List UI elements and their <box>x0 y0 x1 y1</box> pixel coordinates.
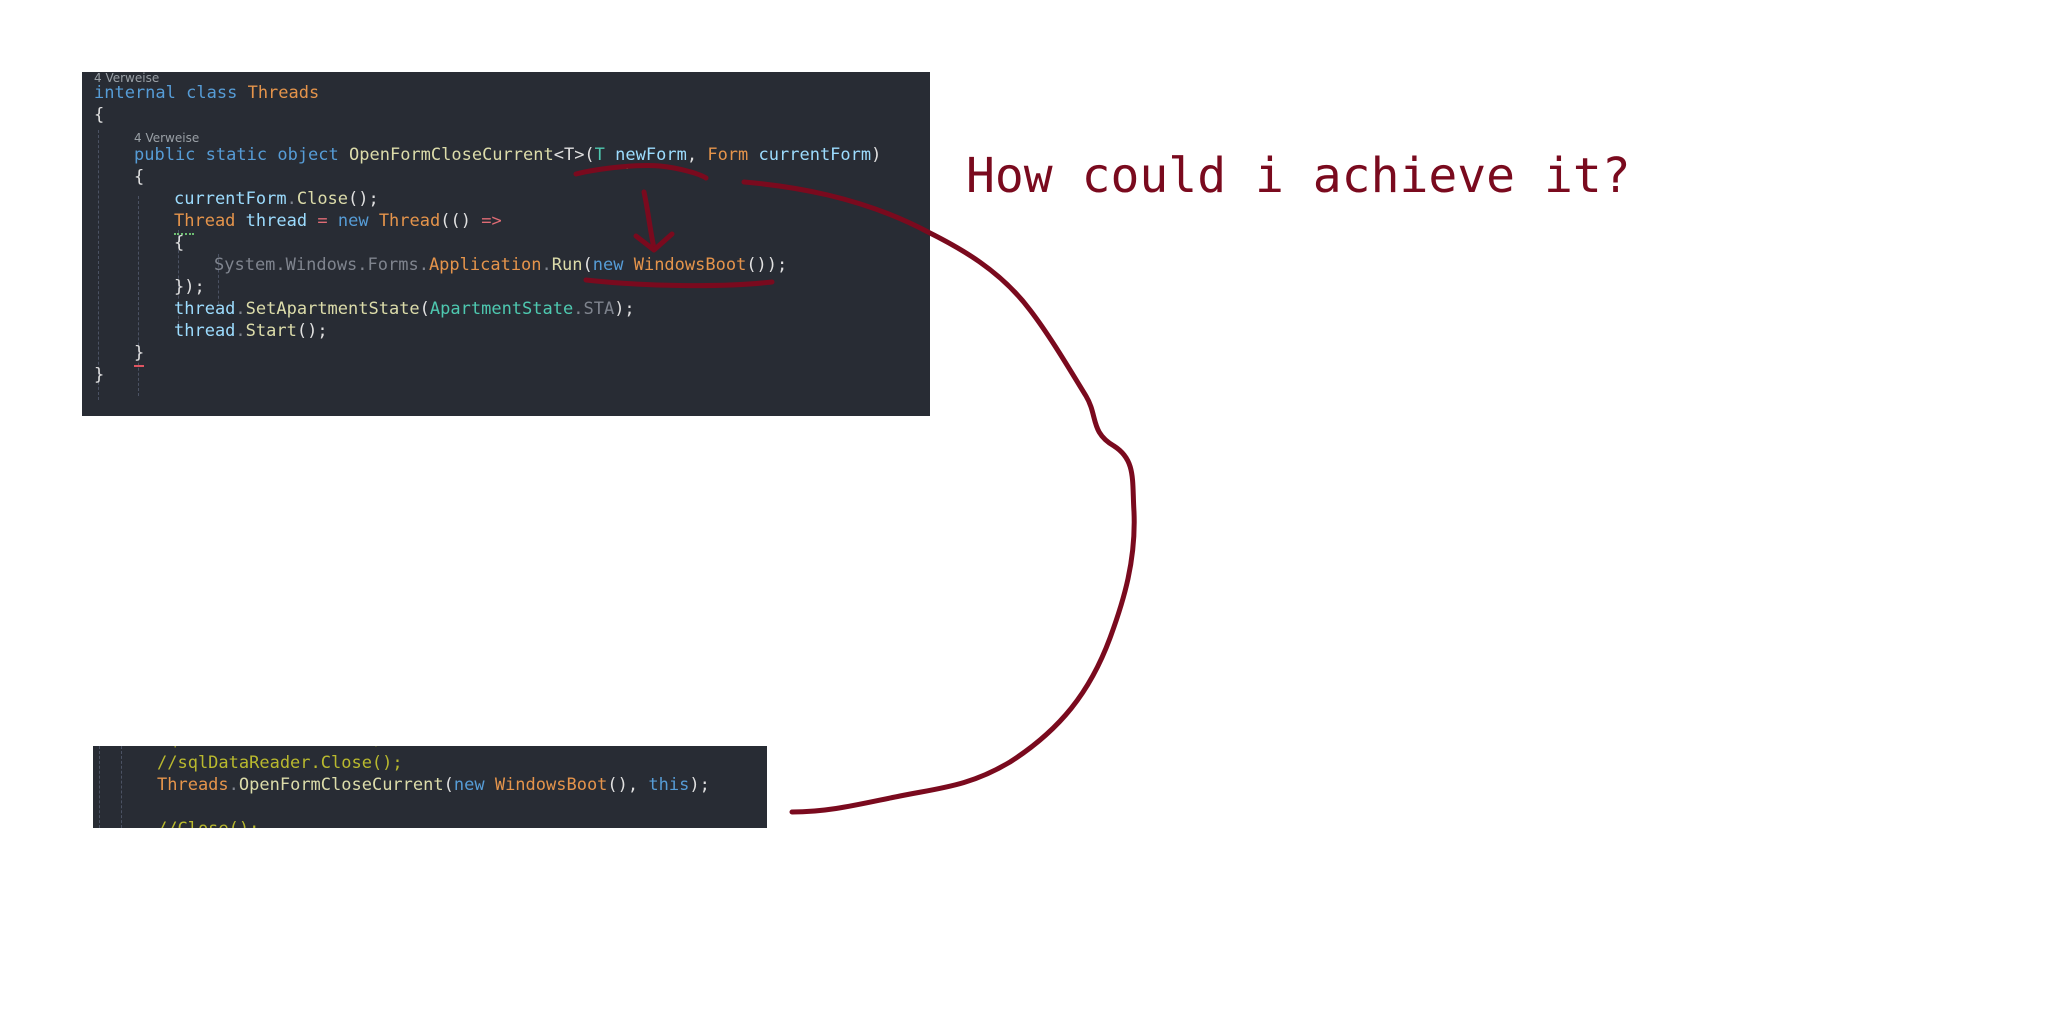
info-squiggle <box>606 164 628 169</box>
indent-guide <box>218 254 219 304</box>
code-line-brace: } <box>94 365 105 385</box>
code-line-thread-new: Thread thread = new Thread(() => <box>174 211 502 231</box>
code-line-brace: { <box>134 167 145 187</box>
code-screenshot-bottom: sqlDataReader.Close(); //sqlDataReader.C… <box>93 746 767 828</box>
codelens-references[interactable]: 4 Verweise <box>134 131 200 145</box>
question-annotation: How could i achieve it? <box>966 148 1631 204</box>
code-line-class-declaration: internal class Threads <box>94 83 320 103</box>
code-line-brace: } <box>134 343 145 363</box>
info-squiggle <box>174 230 194 235</box>
code-line-method-signature: public static object OpenFormCloseCurren… <box>134 145 882 165</box>
indent-guide <box>121 746 122 828</box>
code-line-open-form-call: Threads.OpenFormCloseCurrent(new Windows… <box>157 775 710 795</box>
code-line-comment: //sqlDataReader.Close(); <box>157 753 403 773</box>
code-line-close-call: currentForm.Close(); <box>174 189 379 209</box>
codelens-references[interactable]: 4 Verweise <box>94 72 160 85</box>
code-line-brace: { <box>174 233 185 253</box>
indent-guide <box>138 196 139 396</box>
code-line-cutoff: sqlDataReader.Close(); <box>157 746 382 750</box>
code-line-brace: { <box>94 105 105 125</box>
indent-guide <box>98 130 99 400</box>
indent-guide <box>99 746 100 828</box>
code-line-application-run: System.Windows.Forms.Application.Run(new… <box>214 255 788 275</box>
code-line-thread-start: thread.Start(); <box>174 321 328 341</box>
code-line-partial: //Close(); <box>157 818 259 828</box>
code-line-set-apartment: thread.SetApartmentState(ApartmentState.… <box>174 299 635 319</box>
code-line-lambda-close: }); <box>174 277 205 297</box>
code-screenshot-top: 4 Verweise internal class Threads { 4 Ve… <box>82 72 930 416</box>
error-squiggle <box>134 362 144 367</box>
indent-guide <box>178 230 179 334</box>
